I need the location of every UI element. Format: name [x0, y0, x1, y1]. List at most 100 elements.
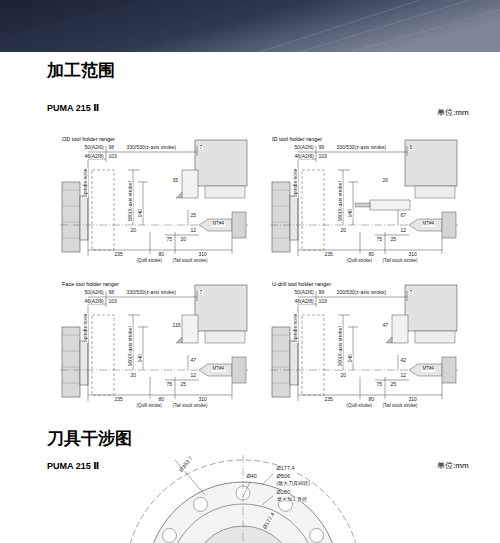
- tailstock-quill: [409, 219, 442, 231]
- dimension-label: 330/530(z-axis stroke): [126, 145, 176, 150]
- tailstock-body: [232, 212, 246, 238]
- work-envelope: [92, 170, 114, 250]
- tool-station: [162, 529, 176, 543]
- dimension-label: 50(A2I6): [84, 145, 104, 150]
- dimension-label: Spindle nose: [293, 313, 298, 343]
- dimension-line: [385, 377, 386, 399]
- dimension-label: 310: [408, 397, 417, 402]
- dimension-label: 235: [114, 252, 123, 257]
- tool-station: [310, 529, 324, 543]
- dimension-label: Spindle nose: [83, 168, 88, 198]
- dimension-line: [143, 327, 144, 370]
- dimension-label: 20: [340, 373, 347, 378]
- dimension-label: 115: [172, 323, 181, 328]
- dimension-label: 99: [318, 145, 325, 150]
- dimension-label: 160(X-axis stroke): [128, 325, 133, 367]
- leader-line: [262, 474, 273, 485]
- unit-note: 单位:mm: [437, 462, 469, 470]
- dimension-line: [442, 383, 443, 399]
- dimension-label: (Quill stroke): [136, 404, 163, 409]
- dimension-label: 310: [198, 252, 207, 257]
- header-band: [0, 0, 500, 52]
- dimension-line: [165, 235, 199, 236]
- dimension-line: [175, 377, 176, 399]
- dimension-line: [398, 210, 399, 225]
- dimension-label: 6: [409, 145, 413, 150]
- turret-face: [415, 331, 455, 343]
- machining-panel: [60, 140, 248, 256]
- dimension-line: [316, 146, 317, 162]
- dimension-line: [353, 327, 354, 370]
- dimension-label: 12: [400, 228, 407, 233]
- dimension-label: 25: [390, 237, 397, 242]
- chuck-jaw: [272, 190, 290, 191]
- machining-panel: [60, 285, 248, 401]
- dimension-label: (Tail stock stroke): [172, 259, 208, 264]
- dimension-line: [150, 377, 151, 399]
- tailstock-body: [442, 212, 456, 238]
- dimension-label: 20: [130, 373, 137, 378]
- dimension-line: [138, 327, 148, 328]
- dimension-label: 75: [376, 237, 383, 242]
- dimension-line: [188, 355, 189, 370]
- dimension-line: [188, 210, 189, 225]
- leader-line: [262, 496, 273, 505]
- panel-group: [60, 140, 458, 401]
- dimension-line: [407, 146, 408, 156]
- dimension-label: 7: [199, 290, 203, 295]
- dimension-label: MT#4: [212, 367, 225, 372]
- section-heading: 刀具干涉图: [47, 430, 132, 447]
- dimension-line: [88, 152, 197, 153]
- chuck-body: [62, 182, 80, 252]
- dimension-label: (Tail stock stroke): [382, 404, 418, 409]
- dimension-line: [360, 395, 385, 396]
- tool-tip: [176, 192, 182, 198]
- work-envelope: [302, 170, 324, 250]
- dimension-label: 12: [190, 228, 197, 233]
- boring-bar: [355, 203, 370, 207]
- dimension-line: [175, 232, 176, 254]
- dimension-label: 75: [166, 237, 173, 242]
- chuck-jaw: [62, 367, 80, 368]
- dimension-label: 75: [166, 382, 173, 387]
- dimension-line: [360, 377, 361, 399]
- tool-holder: [392, 315, 408, 343]
- dimension-label: 99: [318, 290, 325, 295]
- dimension-label: 50(A2I6): [84, 290, 104, 295]
- tool-holder: [370, 200, 410, 210]
- dimension-label: 最大加工直径: [276, 497, 307, 502]
- dimension-line: [375, 380, 409, 381]
- dimension-line: [197, 146, 198, 156]
- model-name: PUMA 215 Ⅱ: [47, 104, 99, 113]
- turret-face: [415, 186, 455, 198]
- dimension-line: [385, 232, 386, 254]
- dimension-label: 20: [180, 237, 187, 242]
- dimension-line: [232, 238, 233, 254]
- spindle-nose: [80, 341, 88, 385]
- panel-title: Face tool holder ranger: [62, 282, 119, 288]
- turret-body: [195, 285, 247, 331]
- chuck-jaw: [62, 335, 80, 336]
- dimension-label: 140: [138, 354, 143, 363]
- turret-face: [205, 331, 245, 343]
- tool-station: [194, 497, 208, 511]
- dimension-line: [88, 297, 197, 298]
- dimension-label: (Tail stock stroke): [382, 259, 418, 264]
- dimension-label: 80: [158, 252, 165, 257]
- dimension-label: 25: [190, 213, 197, 218]
- dimension-label: MT#4: [422, 367, 435, 372]
- dimension-line: [298, 395, 360, 396]
- dimension-label: 98: [108, 290, 115, 295]
- dimension-label: 50(A2I6): [294, 290, 314, 295]
- leader-line: [175, 460, 205, 495]
- dimension-label: 103: [108, 154, 117, 159]
- dimension-line: [165, 380, 199, 381]
- dimension-label: 160(X-axis stroke): [128, 180, 133, 222]
- dimension-label: 103: [318, 154, 327, 159]
- dimension-line: [106, 291, 107, 307]
- dimension-line: [442, 238, 443, 254]
- dimension-label: 46(A2I8): [84, 154, 104, 159]
- dimension-label: 80: [368, 252, 375, 257]
- dimension-label: 235: [324, 397, 333, 402]
- tailstock-quill: [409, 364, 442, 376]
